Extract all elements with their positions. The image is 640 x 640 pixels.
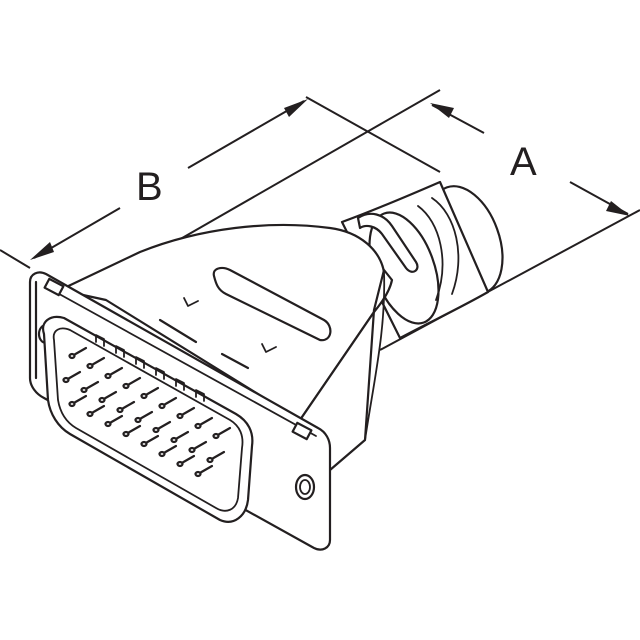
hood-side-surface — [298, 268, 394, 472]
contact-pin-tip — [68, 352, 76, 360]
contact-pin-tip — [176, 460, 184, 468]
contact-pin-tip — [116, 406, 124, 414]
flange-tab-right — [291, 421, 313, 441]
contact-pin-tip — [80, 386, 88, 394]
contact-pin-tip — [122, 382, 130, 390]
contact-pin-tip — [86, 410, 94, 418]
contact-pin-tip — [194, 422, 202, 430]
shell-key-mark — [95, 334, 105, 347]
contact-pin-tip — [206, 456, 214, 464]
mounting-hole-right-inner — [299, 479, 311, 495]
pin-field — [62, 346, 232, 478]
contact-pin-tip — [158, 402, 166, 410]
pins-row-1 — [68, 346, 232, 440]
contact-pin-tip — [188, 446, 196, 454]
contact-pin-tip — [122, 430, 130, 438]
shell-key-mark — [115, 345, 125, 358]
d-sub-shell — [42, 315, 254, 523]
hood-band-2 — [220, 352, 250, 370]
shell-key-mark — [135, 356, 145, 369]
hood-side-edge — [364, 271, 386, 441]
dimension-a-extension-top — [169, 89, 441, 246]
backshell-hood — [58, 223, 394, 472]
contact-pin-tip — [212, 432, 220, 440]
flange-tab-left — [43, 277, 65, 297]
contact-pin-tip — [104, 372, 112, 380]
shell-key-mark — [155, 367, 165, 380]
contact-pin-tip — [194, 470, 202, 478]
contact-pin-tip — [62, 376, 70, 384]
shell-key-mark — [175, 378, 185, 391]
gland-ring-groove-1 — [417, 205, 444, 301]
contact-pin-tip — [158, 450, 166, 458]
dimension-b-line-upper — [187, 100, 305, 169]
dimension-b-arrowhead-right — [284, 99, 308, 117]
contact-pin-tip — [152, 426, 160, 434]
hood-clip-2 — [261, 343, 277, 353]
contact-pin-tip — [170, 436, 178, 444]
flange-rail — [51, 289, 317, 437]
dimension-a-arrowhead-top — [430, 103, 454, 118]
contact-pin-tip — [134, 416, 142, 424]
contact-pin-tip — [140, 392, 148, 400]
contact-pin-tip — [98, 396, 106, 404]
gland-ring-groove-2 — [431, 197, 460, 295]
dimension-b: B — [0, 96, 441, 269]
dimension-a-label: A — [510, 140, 537, 184]
contact-pin-tip — [140, 440, 148, 448]
dimension-b-extension-right — [305, 96, 441, 173]
hood-band-1 — [158, 318, 198, 344]
shell-inner — [52, 327, 244, 512]
dimension-a-arrowhead-bottom — [606, 201, 630, 216]
shell-key-mark — [195, 389, 205, 402]
shell-outer — [42, 315, 254, 523]
contact-pin-tip — [176, 412, 184, 420]
dimension-b-arrowhead-left — [30, 242, 54, 260]
pins-row-3 — [68, 394, 214, 478]
dimension-b-label: B — [136, 165, 163, 209]
hood-clip-1 — [183, 297, 199, 307]
hood-window — [212, 266, 332, 342]
contact-pin-tip — [104, 420, 112, 428]
contact-pin-tip — [68, 400, 76, 408]
gland-slot — [356, 212, 419, 273]
contact-pin-tip — [86, 362, 94, 370]
dimension-b-extension-left — [0, 249, 31, 269]
mounting-hole-right — [294, 473, 316, 501]
pins-row-2 — [62, 370, 226, 464]
